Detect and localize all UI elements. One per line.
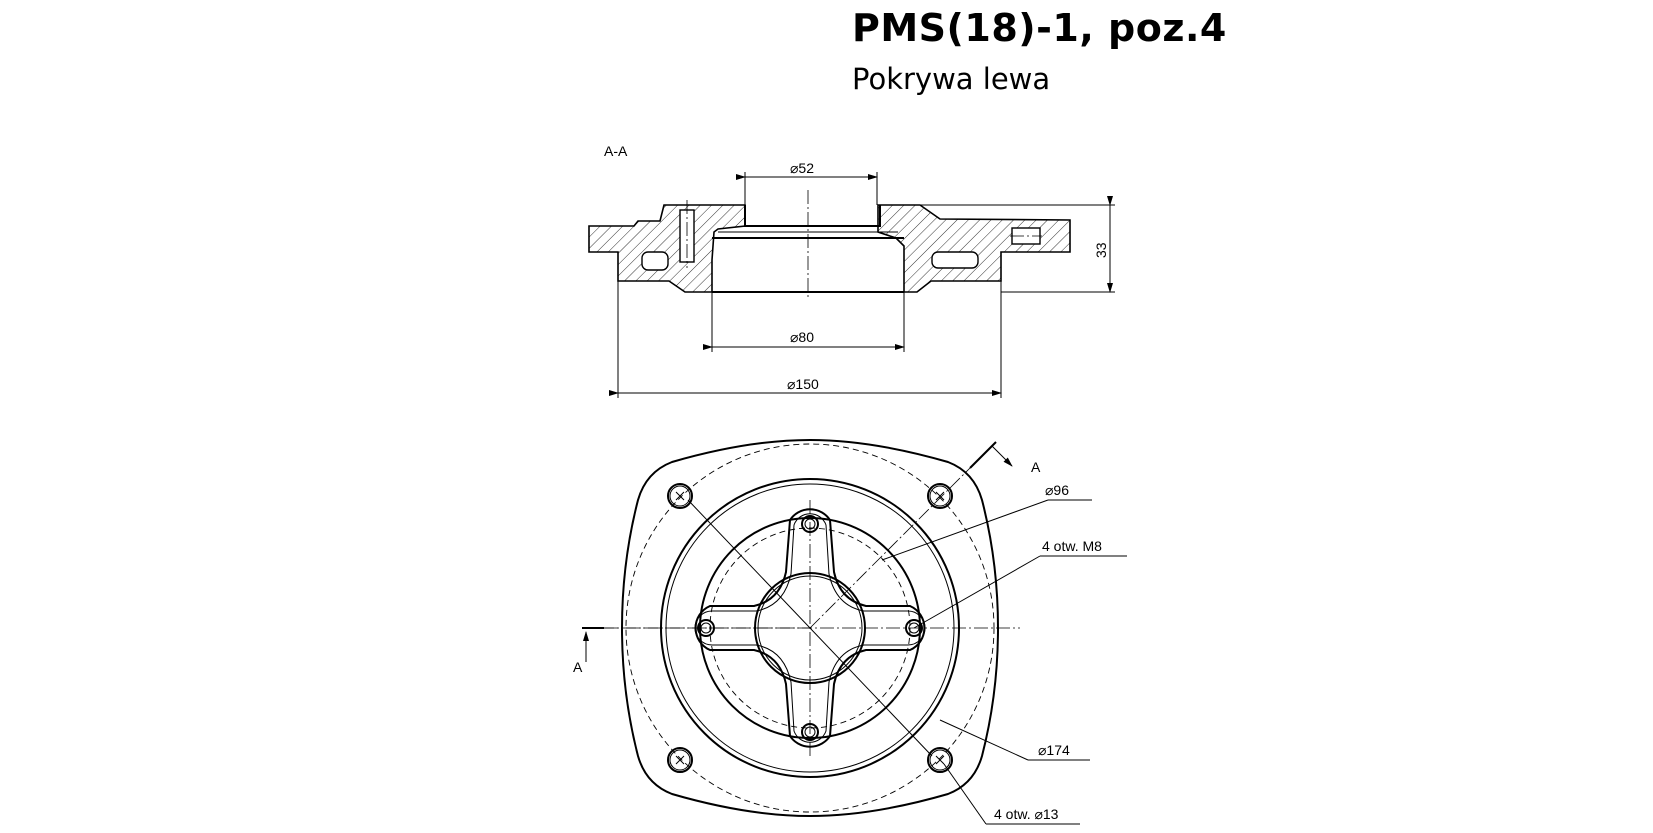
through-hole-top-left: [667, 483, 693, 509]
cut-marker-left: A: [573, 659, 583, 675]
diagonal-hole-axis: [687, 499, 933, 757]
drawing-title: PMS(18)-1, poz.4: [852, 6, 1227, 50]
dim-height-33: 33: [1093, 242, 1109, 258]
cut-line-end-top: [969, 441, 997, 469]
dim-diameter-96: ⌀96: [1045, 482, 1069, 498]
section-cavity-right: [931, 251, 979, 269]
section-label: A-A: [604, 143, 628, 159]
drawing-subtitle: Pokrywa lewa: [852, 62, 1051, 96]
through-hole-bottom-left: [667, 747, 693, 773]
note-through-holes: 4 otw. ⌀13: [994, 806, 1059, 822]
through-hole-top-right: [927, 483, 953, 509]
section-view: A-A ⌀52 33 ⌀80: [588, 143, 1115, 398]
section-cavity-left: [641, 251, 669, 271]
dim-diameter-174: ⌀174: [1038, 742, 1070, 758]
cut-line-diagonal: [809, 467, 971, 629]
cross-boss-inner: [694, 513, 926, 743]
section-right-wall: [877, 204, 1071, 293]
plan-view: A A ⌀96 4 otw. M8 ⌀174 4 otw. ⌀13: [573, 438, 1127, 825]
dim-diameter-150: ⌀150: [787, 376, 819, 392]
through-hole-bottom-right: [927, 747, 953, 773]
dim-diameter-80: ⌀80: [790, 329, 814, 345]
flange-outline: [620, 438, 1000, 818]
note-threaded-holes: 4 otw. M8: [1042, 538, 1102, 554]
cut-marker-top: A: [1031, 459, 1041, 475]
dim-diameter-52: ⌀52: [790, 160, 814, 176]
section-left-wall: [588, 204, 746, 293]
bolt-circle-174: [625, 443, 995, 813]
